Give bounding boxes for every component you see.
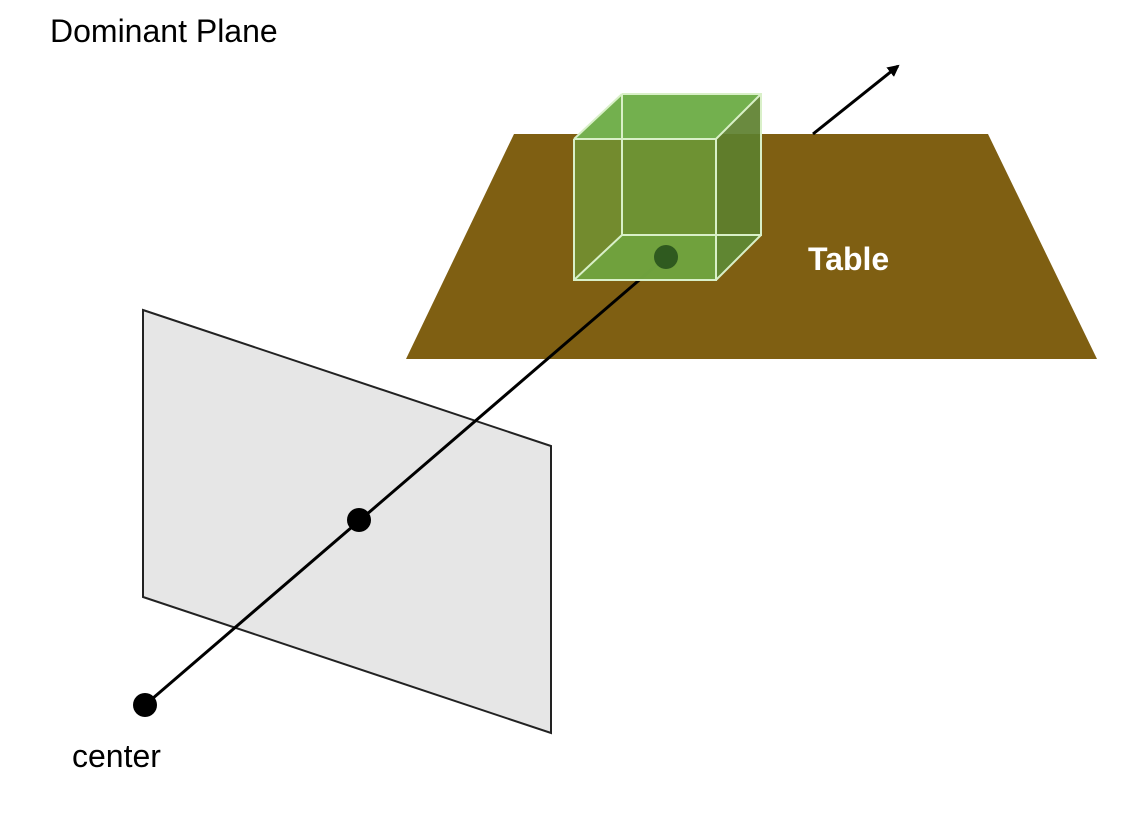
cube-right-face [716, 94, 761, 280]
viewing-ray-back [144, 255, 667, 707]
center-point [133, 693, 157, 717]
cube-top-face [574, 94, 761, 139]
cube-front-face [574, 139, 716, 280]
object-point [654, 245, 678, 269]
cube-edges [573, 93, 762, 281]
image-plane [142, 308, 552, 735]
diagram-title: Dominant Plane [50, 13, 278, 49]
center-label: center [72, 738, 161, 774]
viewing-ray-front [812, 64, 900, 136]
image-point [347, 508, 371, 532]
table-label: Table [808, 241, 889, 277]
